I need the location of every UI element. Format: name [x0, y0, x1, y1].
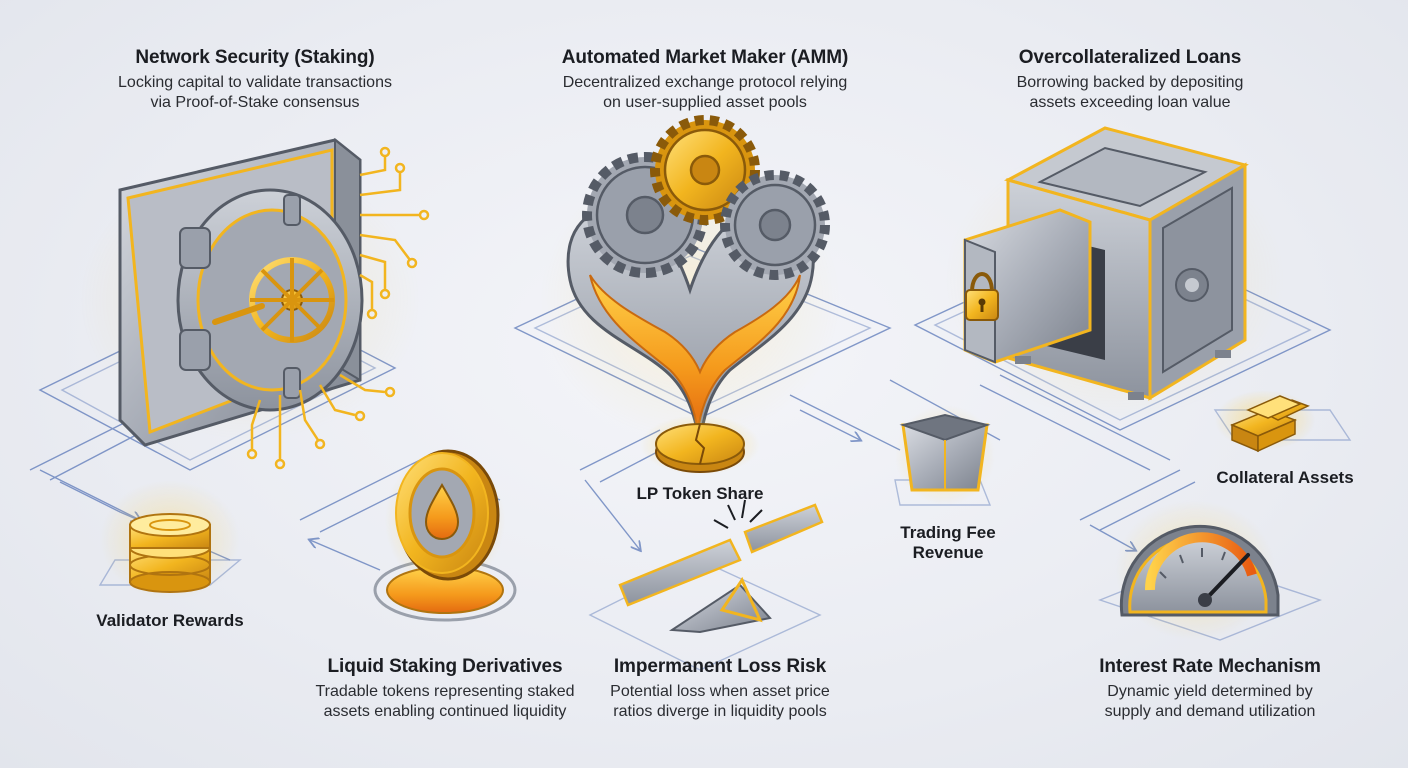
section-title: Automated Market Maker (AMM) [561, 47, 849, 68]
feature-description: Dynamic yield determined by supply and d… [1104, 683, 1316, 720]
coin-stack-icon [100, 480, 240, 600]
node-trading-fee-revenue: Trading Fee Revenue [900, 523, 996, 562]
feature-liquid-staking: Liquid Staking Derivatives Tradable toke… [275, 656, 615, 722]
section-description: Locking capital to validate transactions… [118, 74, 392, 111]
section-title: Overcollateralized Loans [1018, 47, 1242, 68]
feature-title: Liquid Staking Derivatives [327, 656, 563, 677]
section-title: Network Security (Staking) [135, 47, 375, 68]
feature-impermanent-loss: Impermanent Loss Risk Potential loss whe… [570, 656, 870, 722]
lp-coin-icon [640, 415, 760, 475]
gauge-icon [1115, 500, 1280, 640]
gold-bars-icon [1215, 390, 1315, 453]
section-description: Borrowing backed by depositing assets ex… [1016, 74, 1244, 111]
safe-icon [945, 126, 1285, 420]
gears-icon [540, 115, 840, 446]
node-collateral-assets: Collateral Assets [1216, 468, 1354, 487]
section-description: Decentralized exchange protocol relying … [562, 74, 848, 111]
drop-coin-icon [373, 449, 517, 622]
section-amm: Automated Market Maker (AMM) Decentraliz… [525, 47, 885, 113]
feature-title: Interest Rate Mechanism [1099, 656, 1321, 677]
section-staking: Network Security (Staking) Locking capit… [80, 47, 430, 113]
node-validator-rewards: Validator Rewards [96, 611, 244, 630]
node-lp-token-share: LP Token Share [636, 484, 764, 503]
vault-icon [80, 137, 430, 470]
broken-seesaw-icon [618, 499, 824, 634]
feature-description: Potential loss when asset price ratios d… [610, 683, 830, 720]
section-loans: Overcollateralized Loans Borrowing backe… [975, 47, 1285, 113]
feature-description: Tradable tokens representing staked asse… [315, 683, 575, 720]
feature-interest-rate: Interest Rate Mechanism Dynamic yield de… [1060, 656, 1360, 722]
fee-bin-icon [895, 405, 995, 505]
feature-title: Impermanent Loss Risk [613, 656, 827, 677]
